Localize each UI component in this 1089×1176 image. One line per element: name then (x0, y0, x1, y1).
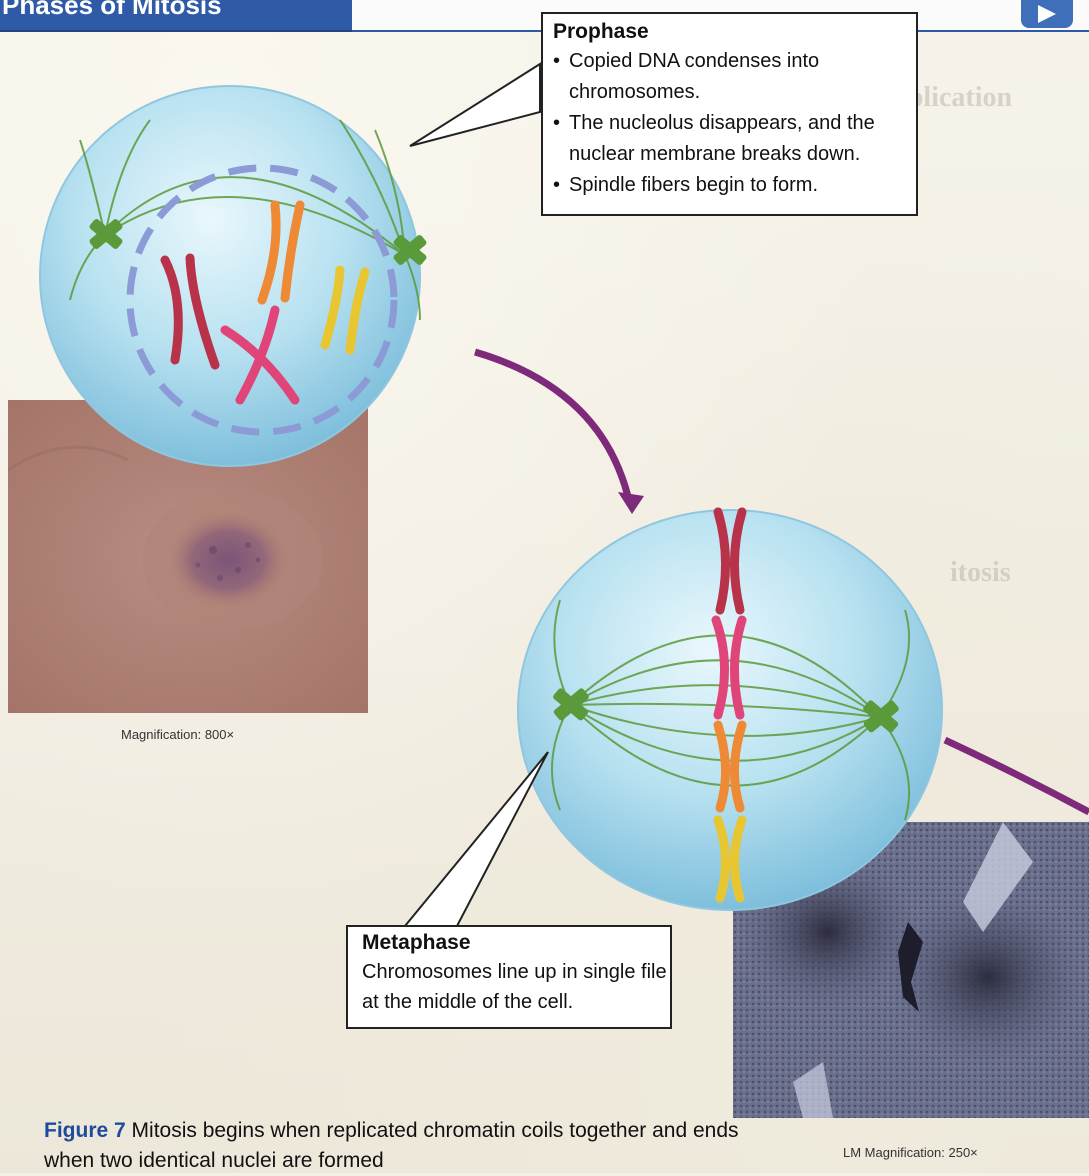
prophase-cell (40, 86, 428, 466)
figure-text: Mitosis begins when replicated chromatin… (44, 1119, 739, 1172)
metaphase-to-next-arrow (945, 740, 1089, 812)
prophase-bullet: Spindle fibers begin to form. (553, 170, 916, 201)
prophase-bullet-list: Copied DNA condenses into chromosomes. T… (553, 46, 916, 201)
metaphase-callout-pointer (405, 752, 548, 926)
metaphase-description: Chromosomes line up in single file at th… (362, 957, 670, 1017)
prophase-title: Prophase (553, 20, 916, 44)
prophase-bullet: Copied DNA condenses into chromosomes. (553, 46, 916, 108)
figure-label: Figure 7 (44, 1119, 126, 1142)
prophase-callout-pointer (410, 64, 540, 146)
prophase-to-metaphase-arrow (475, 352, 630, 505)
prophase-callout: Prophase Copied DNA condenses into chrom… (541, 12, 918, 216)
metaphase-cell (518, 510, 942, 910)
metaphase-callout: Metaphase Chromosomes line up in single … (346, 925, 672, 1029)
arrow-head (618, 492, 644, 514)
metaphase-title: Metaphase (362, 931, 670, 955)
prophase-bullet: The nucleolus disappears, and the nuclea… (553, 108, 916, 170)
figure-caption: Figure 7 Mitosis begins when replicated … (44, 1116, 744, 1176)
